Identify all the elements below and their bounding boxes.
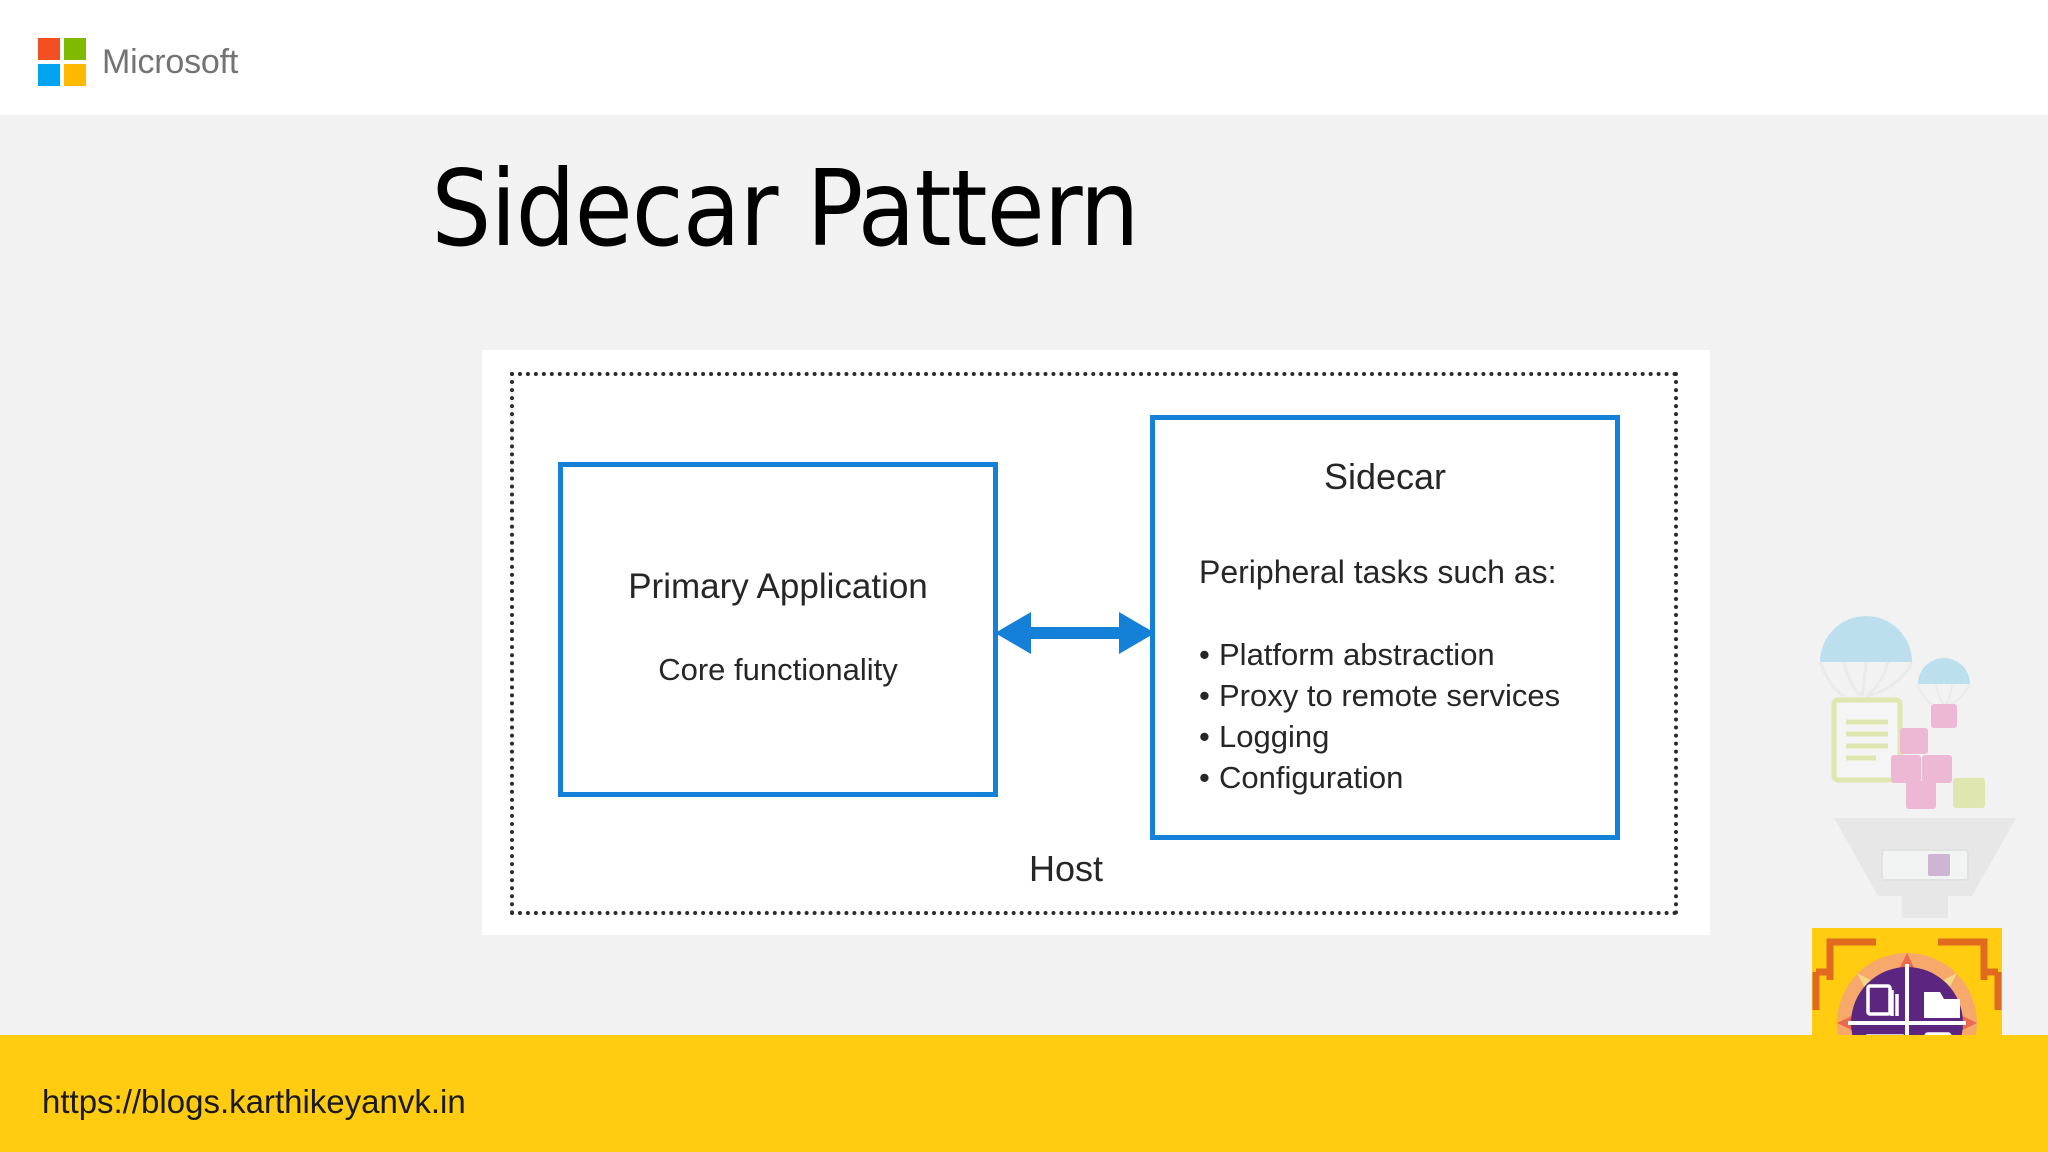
microsoft-logo-icon — [38, 38, 86, 86]
page-title: Sidecar Pattern — [431, 148, 1139, 270]
list-item: Proxy to remote services — [1199, 676, 1560, 717]
list-item: Logging — [1199, 717, 1560, 758]
header-band: Microsoft — [0, 0, 2048, 115]
primary-application-box: Primary Application Core functionality — [558, 462, 998, 797]
sidecar-title: Sidecar — [1323, 456, 1447, 497]
primary-application-subtitle: Core functionality — [658, 652, 898, 687]
microsoft-logo: Microsoft — [38, 38, 238, 86]
primary-application-title: Primary Application — [628, 567, 928, 606]
logo-square-yellow — [64, 64, 86, 86]
bidirectional-arrow-icon — [995, 612, 1155, 654]
logo-square-green — [64, 38, 86, 60]
parachute-funnel-illustration — [1790, 600, 2048, 920]
host-boundary — [510, 372, 1678, 915]
sidecar-task-list: Platform abstraction Proxy to remote ser… — [1199, 635, 1560, 799]
sidecar-lead-text: Peripheral tasks such as: — [1199, 554, 1557, 590]
footer-url[interactable]: https://blogs.karthikeyanvk.in — [42, 1083, 466, 1120]
list-item: Configuration — [1199, 758, 1560, 799]
logo-square-blue — [38, 64, 60, 86]
host-label: Host — [1028, 848, 1104, 889]
sidecar-box: Sidecar Peripheral tasks such as: Platfo… — [1150, 415, 1620, 840]
footer-band: https://blogs.karthikeyanvk.in — [0, 1035, 2048, 1152]
microsoft-wordmark: Microsoft — [102, 42, 239, 81]
list-item: Platform abstraction — [1199, 635, 1560, 676]
logo-square-red — [38, 38, 60, 60]
